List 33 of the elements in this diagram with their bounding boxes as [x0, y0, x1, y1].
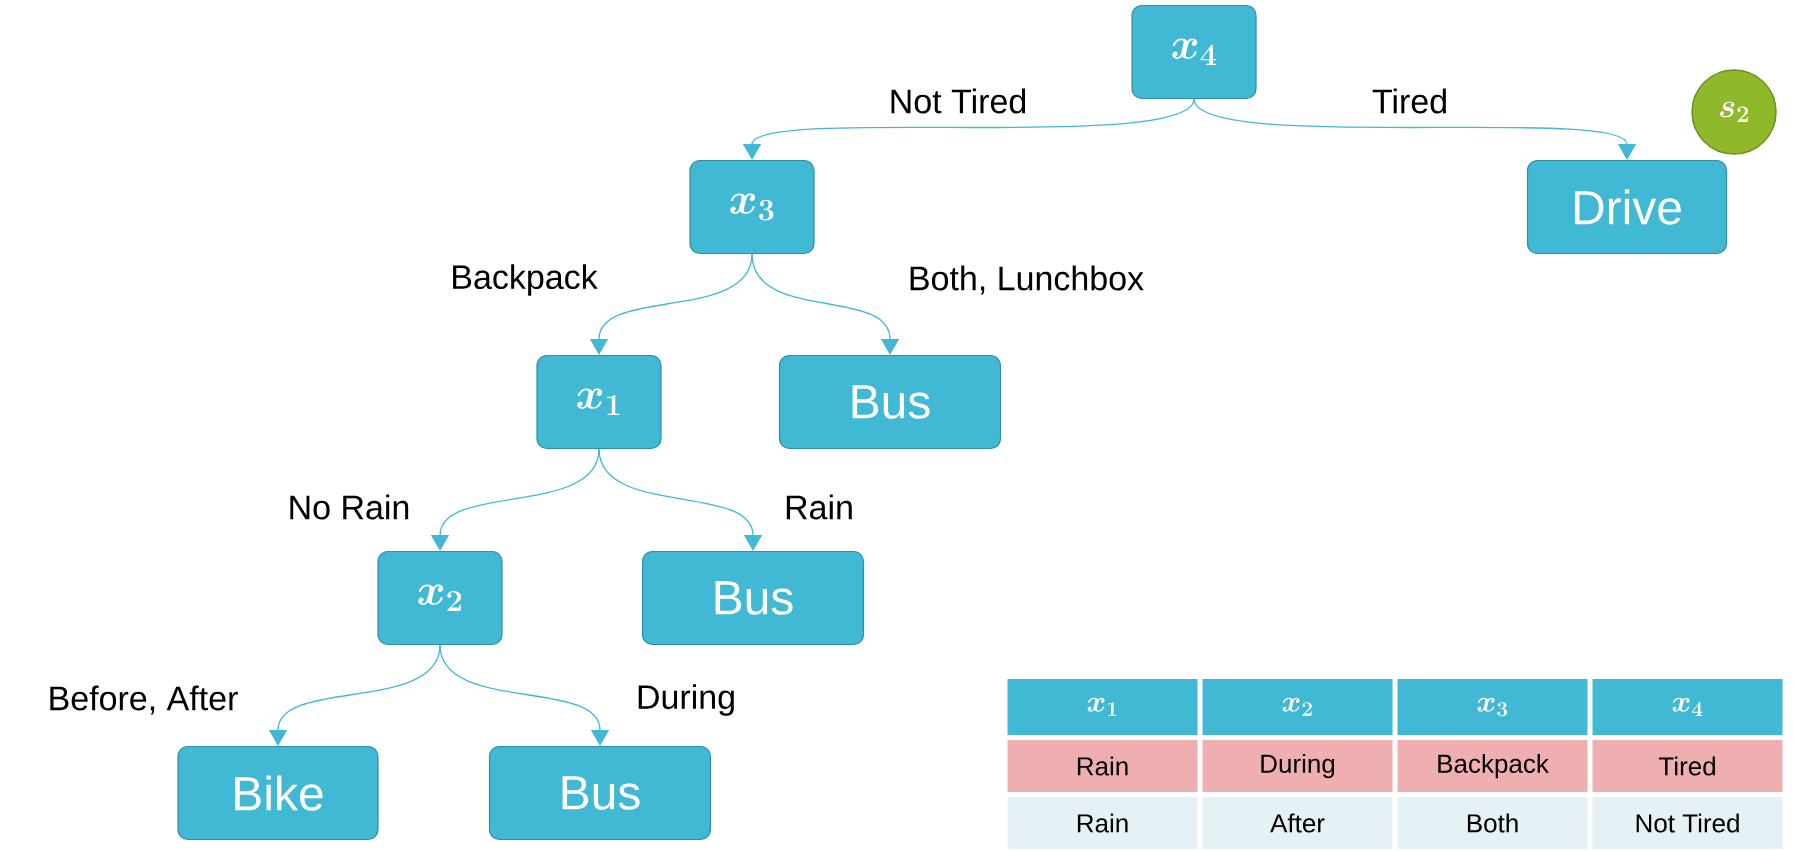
variable-box: $x_3$	[689, 159, 815, 255]
edge-label: Tired	[1369, 86, 1451, 116]
table-cell: Rain	[1007, 740, 1198, 792]
table-cell: Backpack	[1397, 740, 1588, 792]
edge-label: No Rain	[285, 492, 413, 522]
arrow	[751, 253, 900, 355]
edge-label: Not Tired	[886, 86, 1030, 116]
variable-box: $x_2$	[377, 550, 503, 646]
arrow	[598, 448, 763, 551]
decision-box: Drive	[1526, 159, 1728, 255]
edge-label: Before, After	[45, 683, 241, 717]
edge-label: During	[633, 682, 739, 718]
table-cell: Rain	[1007, 797, 1198, 849]
variable-box: $x_1$	[536, 354, 662, 450]
table-cell: During	[1202, 740, 1393, 792]
decision-box: Bus	[641, 550, 865, 646]
table-cell: Tired	[1592, 740, 1783, 792]
edge-label: Backpack	[448, 262, 600, 298]
decision-box: Bus	[488, 745, 712, 841]
table-header-cell: $x_3$	[1397, 679, 1588, 735]
decision-box: Bike	[177, 745, 379, 841]
decision-box: Bus	[778, 354, 1002, 450]
table-cell: Both	[1397, 797, 1588, 849]
table-cell: After	[1202, 797, 1393, 849]
table-header-cell: $x_1$	[1007, 679, 1198, 735]
table-cell: Not Tired	[1592, 797, 1783, 849]
table-header-cell: $x_4$	[1592, 679, 1783, 735]
edge-label: Rain	[782, 492, 856, 522]
arrow	[439, 644, 610, 746]
arrow	[1193, 98, 1637, 160]
edge-label: Both, Lunchbox	[905, 263, 1147, 297]
table-header-cell: $x_2$	[1202, 679, 1393, 735]
variable-box: $x_4$	[1131, 4, 1257, 100]
